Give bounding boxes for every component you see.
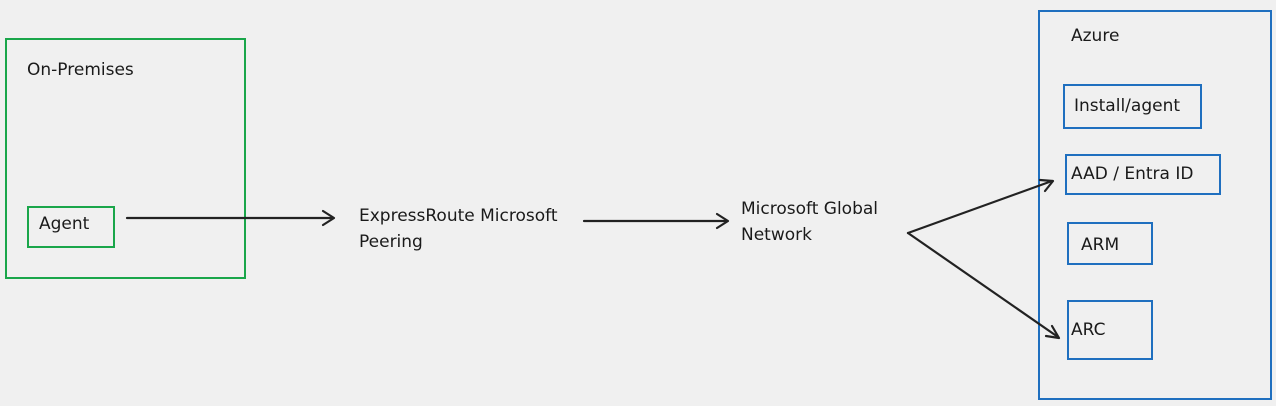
azure-container [1038,10,1272,400]
expressroute-label: ExpressRoute Microsoft Peering [359,206,558,252]
arm-label: ARM [1081,235,1120,255]
on-premises-title: On-Premises [27,60,134,80]
global-network-label: Microsoft Global Network [741,199,878,245]
azure-title: Azure [1071,26,1120,46]
arm-node [1067,222,1153,265]
arrow-global-network-to-aad [906,179,1054,235]
install-agent-node [1063,84,1202,129]
arrowhead-expressroute [321,209,336,227]
arrowhead-aad [1038,178,1055,193]
arc-node [1067,300,1153,360]
agent-node [27,206,115,248]
agent-label: Agent [39,214,90,234]
aad-entra-id-node [1065,154,1221,195]
arrow-global-network-to-arc [906,231,1060,339]
aad-entra-id-label: AAD / Entra ID [1071,164,1194,184]
arrowhead-arc [1044,324,1061,340]
install-agent-label: Install/agent [1074,96,1181,116]
on-premises-container [5,38,246,279]
arrowhead-global-network [715,212,730,230]
arc-label: ARC [1071,320,1106,340]
